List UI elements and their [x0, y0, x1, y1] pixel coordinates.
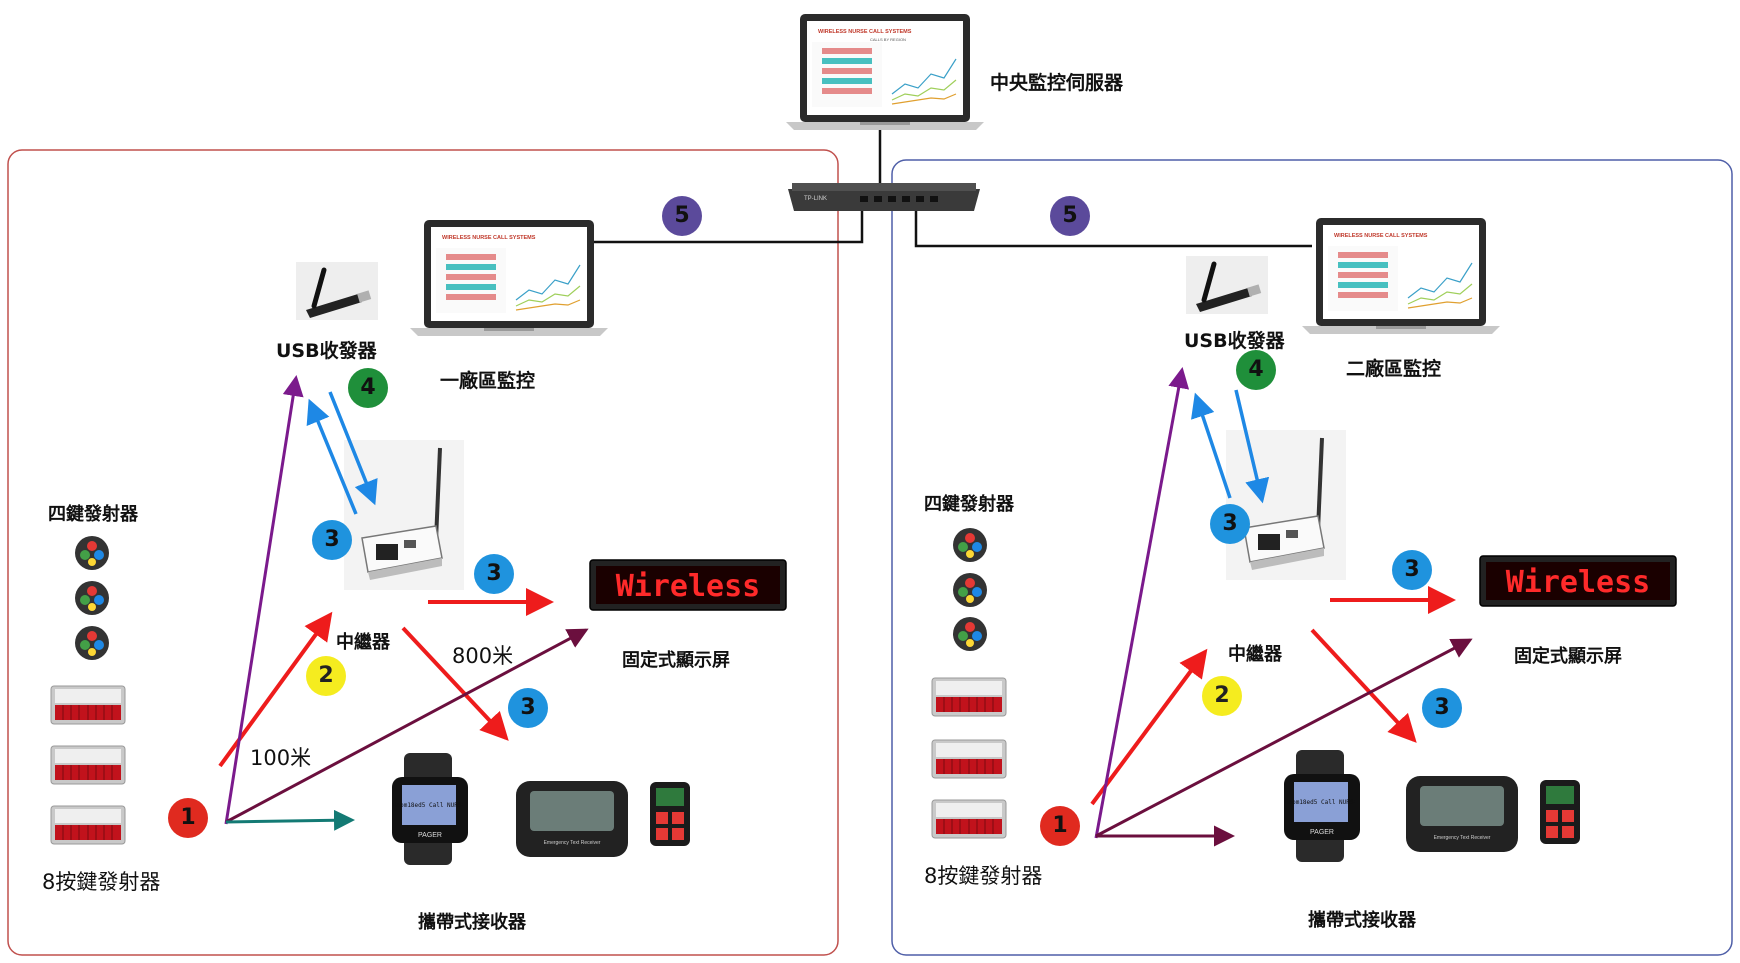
zone-1-mini-receiver	[650, 782, 690, 846]
zone-2-usb-label: USB收發器	[1184, 330, 1285, 352]
zone-1-led-text: Wireless	[616, 569, 761, 604]
zone-2-border	[891, 159, 1733, 956]
z1-arrow-8key-to-watch	[225, 809, 355, 831]
monitor-1-screen-title: WIRELESS NURSE CALL SYSTEMS	[442, 235, 536, 241]
zone-1-eight-key-label: 8按鍵發射器	[42, 870, 161, 894]
zone-1-pager-text: Emergency Text Receiver	[544, 840, 601, 846]
zone-2-four-key-transmitters	[953, 528, 987, 651]
central-server-laptop: WIRELESS NURSE CALL SYSTEMS CALLS BY REG…	[785, 13, 985, 131]
zone-2-watch-brand: PAGER	[1310, 829, 1334, 836]
z1-arrow-8key-to-usb	[224, 375, 304, 825]
server-screen-title: WIRELESS NURSE CALL SYSTEMS	[818, 29, 912, 35]
zone-1-watch-brand: PAGER	[418, 832, 442, 839]
zone-2-receiver-label: 攜帶式接收器	[1308, 910, 1416, 931]
z2-arrow-8key-to-display	[1095, 638, 1473, 838]
zone-2-monitor-label: 二廠區監控	[1346, 358, 1442, 380]
step-2-badge-zone-2: 2	[1202, 676, 1242, 716]
network-switch: TP-LINK	[788, 183, 980, 211]
zone-1-repeater	[342, 438, 466, 592]
switch-to-monitor-1-line	[594, 205, 864, 244]
zone-2-eight-key-label: 8按鍵發射器	[924, 864, 1043, 888]
z1-arrow-usb-to-repeater	[328, 391, 378, 506]
switch-to-monitor-2-line	[914, 205, 1312, 248]
step-3-badge-z2-receiver: 3	[1422, 688, 1462, 728]
server-screen-subtitle: CALLS BY REGION	[870, 37, 906, 42]
zone-1-distance-100: 100米	[250, 746, 312, 770]
zone-2-eight-key-transmitters	[931, 677, 1007, 839]
zone-1-four-key-label: 四鍵發射器	[48, 504, 138, 525]
z2-arrow-repeater-to-receivers	[1310, 628, 1417, 743]
switch-brand: TP-LINK	[804, 196, 827, 202]
zone-1-monitor-label: 一廠區監控	[440, 370, 536, 392]
step-3-badge-z2-display: 3	[1392, 550, 1432, 590]
zone-2-watch-receiver: Room18ed5 Call NURSE PAGER	[1284, 750, 1360, 862]
z2-arrow-repeater-to-usb	[1191, 392, 1232, 499]
step-3-badge-z1-repeater: 3	[312, 520, 352, 560]
step-4-badge-zone-2: 4	[1236, 350, 1276, 390]
z1-arrow-repeater-to-usb	[306, 398, 358, 515]
zone-1-watch-text: Room18ed5 Call NURSE	[393, 802, 466, 809]
zone-1-eight-key-transmitters	[50, 685, 126, 845]
zone-2-pager-receiver: Emergency Text Receiver	[1406, 776, 1518, 852]
zone-2-repeater-label: 中繼器	[1228, 644, 1282, 665]
zone-1-watch-receiver: Room18ed5 Call NURSE PAGER	[392, 753, 468, 865]
zone-2-display-label: 固定式顯示屏	[1514, 646, 1622, 667]
zone-2-watch-text: Room18ed5 Call NURSE	[1285, 799, 1358, 806]
zone-1-distance-800: 800米	[452, 644, 514, 668]
step-5-badge-zone-2: 5	[1050, 196, 1090, 236]
zone-2-four-key-label: 四鍵發射器	[924, 494, 1014, 515]
monitor-2-screen-title: WIRELESS NURSE CALL SYSTEMS	[1334, 233, 1428, 239]
zone-1-usb-transceiver	[296, 262, 378, 320]
z2-arrow-8key-to-usb	[1094, 367, 1190, 839]
zone-1-usb-label: USB收發器	[276, 340, 377, 362]
zone-2-pager-text: Emergency Text Receiver	[1434, 835, 1491, 841]
step-5-badge-zone-1: 5	[662, 196, 702, 236]
step-3-badge-z1-receiver: 3	[508, 688, 548, 728]
z1-arrow-repeater-to-receivers	[401, 626, 509, 741]
monitor-2-laptop: WIRELESS NURSE CALL SYSTEMS	[1301, 217, 1501, 335]
zone-1-pager-receiver: Emergency Text Receiver	[516, 781, 628, 857]
zone-2-usb-transceiver	[1186, 256, 1268, 314]
step-3-badge-z1-display: 3	[474, 554, 514, 594]
zone-1-repeater-label: 中繼器	[336, 632, 390, 653]
step-3-badge-z2-repeater: 3	[1210, 504, 1250, 544]
step-4-badge-zone-1: 4	[348, 368, 388, 408]
zone-2-led-display: Wireless	[1479, 555, 1677, 607]
zone-1-receiver-label: 攜帶式接收器	[418, 912, 526, 933]
monitor-1-laptop: WIRELESS NURSE CALL SYSTEMS	[409, 219, 609, 337]
zone-2-repeater	[1224, 428, 1348, 582]
step-1-badge-zone-2: 1	[1040, 806, 1080, 846]
zone-2-mini-receiver	[1540, 780, 1580, 844]
step-1-badge-zone-1: 1	[168, 798, 208, 838]
zone-2-led-text: Wireless	[1506, 565, 1651, 600]
zone-1-display-label: 固定式顯示屏	[622, 650, 730, 671]
z2-arrow-usb-to-repeater	[1234, 389, 1270, 504]
step-2-badge-zone-1: 2	[306, 656, 346, 696]
zone-1-led-display: Wireless	[589, 559, 787, 611]
zone-1-border	[7, 149, 839, 956]
z1-arrow-8key-to-display	[225, 628, 589, 824]
central-server-label: 中央監控伺服器	[990, 72, 1124, 94]
z2-arrow-8key-to-repeater	[1090, 648, 1208, 806]
zone-1-four-key-transmitters	[75, 536, 109, 660]
